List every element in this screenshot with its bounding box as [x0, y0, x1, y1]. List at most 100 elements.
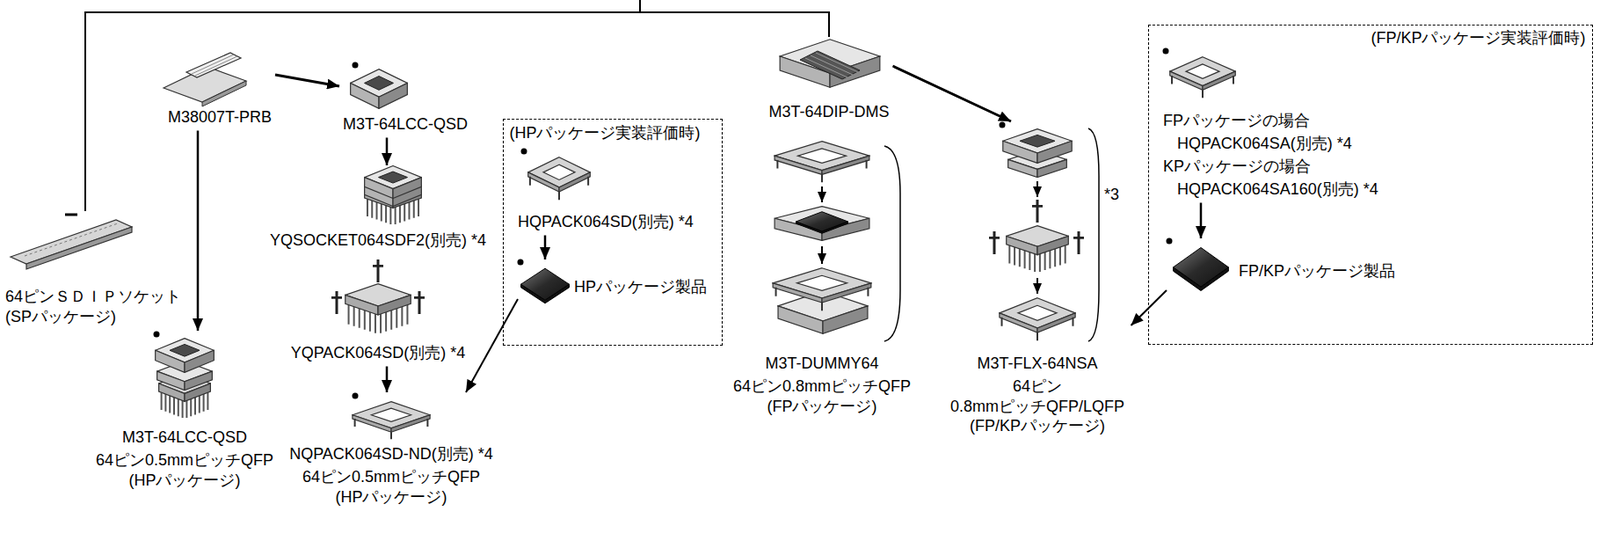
cover-part: HQPACK064SD(別売) *4 — [514, 148, 698, 236]
part-label: HPパッケージ製品 — [574, 276, 707, 298]
adapter-part: YQPACK064SD(別売) *4 — [287, 258, 470, 367]
connector-arrow — [465, 298, 518, 393]
part-label: 64ピン0.5mmピッチQFP (HPパッケージ) — [93, 450, 277, 490]
flex-stack-picture — [999, 122, 1006, 129]
flex-stack-picture — [1088, 128, 1099, 342]
chip-part: FP/KPパッケージ製品 — [1166, 238, 1399, 295]
socket-picture — [352, 392, 431, 440]
cover-picture — [1163, 48, 1237, 99]
connector-arrow — [196, 130, 200, 332]
leader-line — [639, 0, 641, 13]
part-label: YQPACK064SD(別売) *4 — [290, 342, 466, 364]
flex-part: M3T-FLX-64NSA64ピン 0.8mmピッチQFP/LQFP (FP/K… — [944, 121, 1132, 440]
dummy-stack-picture — [774, 141, 870, 183]
chip-picture — [1173, 247, 1230, 291]
socket-part: YQSOCKET064SDF2(別売) *4 — [266, 165, 490, 255]
adapter-picture — [331, 259, 425, 334]
dashed-group: (HPパッケージ実装評価時) HQPACK064SD(別売) *4 HPパッケージ製… — [502, 118, 723, 346]
chip-picture — [521, 268, 570, 304]
dummy-stack-picture — [796, 211, 849, 234]
connector-arrow — [544, 235, 547, 261]
socket-picture — [350, 62, 408, 110]
part-label: M3T-64LCC-QSD — [122, 427, 248, 448]
part-label: 64ピン0.5mmピッチQFP (HPパッケージ) — [299, 466, 484, 507]
part-label: 64ピン 0.8mmピッチQFP/LQFP (FP/KPパッケージ) — [947, 376, 1128, 437]
flex-stack-picture — [1006, 225, 1070, 272]
leader-line — [640, 0, 641, 13]
part-label: M3T-64LCC-QSD — [342, 114, 468, 135]
socket-picture — [153, 331, 160, 338]
flex-stack-picture — [999, 298, 1076, 342]
socket-picture — [364, 166, 422, 225]
board-picture — [800, 50, 860, 80]
sdip-socket-picture — [24, 223, 118, 256]
socket-part: NQPACK064SD-ND(別売) *464ピン0.5mmピッチQFP (HP… — [285, 392, 497, 510]
probe-picture — [163, 52, 247, 107]
part-label: FPパッケージの場合 — [1163, 110, 1310, 131]
cover-picture — [1163, 48, 1170, 55]
group-title: (HPパッケージ実装評価時) — [509, 123, 701, 144]
probe-picture — [202, 80, 247, 107]
flex-stack-picture — [989, 122, 1099, 342]
sdip-socket-picture — [10, 219, 132, 264]
flex-stack-picture — [1073, 231, 1084, 255]
connector-arrow — [385, 138, 389, 167]
board-picture — [805, 52, 859, 78]
chip-picture — [517, 259, 570, 304]
callout-note: *3 — [1104, 184, 1120, 205]
part-label: 64ピンＳＤＩＰソケット (SPパッケージ) — [5, 286, 188, 327]
socket-picture — [155, 338, 215, 373]
board-part: M3T-64DIP-DMS — [764, 36, 893, 126]
part-label: YQSOCKET064SDF2(別売) *4 — [269, 230, 487, 251]
cover-part: FPパッケージの場合HQPACK064SA(別売) *4KPパッケージの場合HQ… — [1159, 48, 1382, 204]
socket-part: M3T-64LCC-QSD — [339, 61, 472, 139]
adapter-picture — [331, 290, 342, 314]
chip-picture — [1166, 238, 1173, 245]
board-picture — [779, 39, 880, 88]
connector-arrow — [893, 65, 1012, 122]
chip-picture — [1166, 238, 1230, 291]
flex-stack-picture — [989, 231, 1000, 255]
socket-picture — [352, 392, 359, 400]
adapter-picture — [372, 259, 384, 283]
dummy-stack-picture — [772, 268, 872, 312]
dummy-stack-picture — [884, 145, 901, 342]
flex-stack-picture — [1036, 277, 1039, 294]
connector-arrow — [275, 74, 340, 87]
adapter-picture — [414, 290, 425, 314]
cover-picture — [528, 157, 591, 201]
cover-picture — [521, 148, 591, 201]
part-label: HQPACK064SA(別売) *4 — [1177, 133, 1353, 154]
part-label: M3T-FLX-64NSA — [976, 353, 1098, 374]
dummy-stack-picture — [772, 141, 901, 342]
socket-picture — [352, 62, 359, 69]
connector-arrow — [385, 366, 389, 393]
cover-picture — [1170, 57, 1236, 99]
part-label: NQPACK064SD-ND(別売) *4 — [289, 443, 494, 465]
cover-picture — [521, 148, 528, 155]
group-title: (FP/KPパッケージ実装評価時) — [1370, 28, 1586, 49]
dummy-stack-picture — [821, 186, 823, 203]
flex-stack-picture — [1003, 129, 1072, 164]
part-label: 64ピン0.8mmピッチQFP (FPパッケージ) — [730, 376, 915, 416]
board-picture — [779, 39, 880, 88]
dummy-stack-picture — [821, 246, 823, 264]
socket-part: M3T-64LCC-QSD64ピン0.5mmピッチQFP (HPパッケージ) — [89, 330, 281, 494]
probe-part: M38007T-PRB — [160, 49, 276, 131]
part-label: HQPACK064SA160(別売) *4 — [1177, 179, 1379, 200]
sdip-socket-picture — [65, 213, 78, 217]
probe-picture — [186, 52, 241, 78]
probe-picture — [191, 54, 238, 76]
socket-part: 64ピンＳＤＩＰソケット (SPパッケージ) — [1, 210, 191, 330]
sdip-socket-picture — [10, 214, 132, 270]
part-label: M3T-DUMMY64 — [764, 353, 879, 374]
socket-picture — [364, 166, 422, 199]
part-label: HQPACK064SD(別売) *4 — [517, 211, 694, 233]
dashed-group: (FP/KPパッケージ実装評価時)FPパッケージの場合HQPACK064SA(別… — [1148, 24, 1593, 345]
flex-stack-picture — [1032, 199, 1043, 223]
part-label: KPパッケージの場合 — [1163, 156, 1311, 177]
flex-stack-picture — [1036, 181, 1039, 197]
part-label: FP/KPパッケージ製品 — [1238, 261, 1396, 282]
connector-arrow — [1200, 203, 1203, 240]
